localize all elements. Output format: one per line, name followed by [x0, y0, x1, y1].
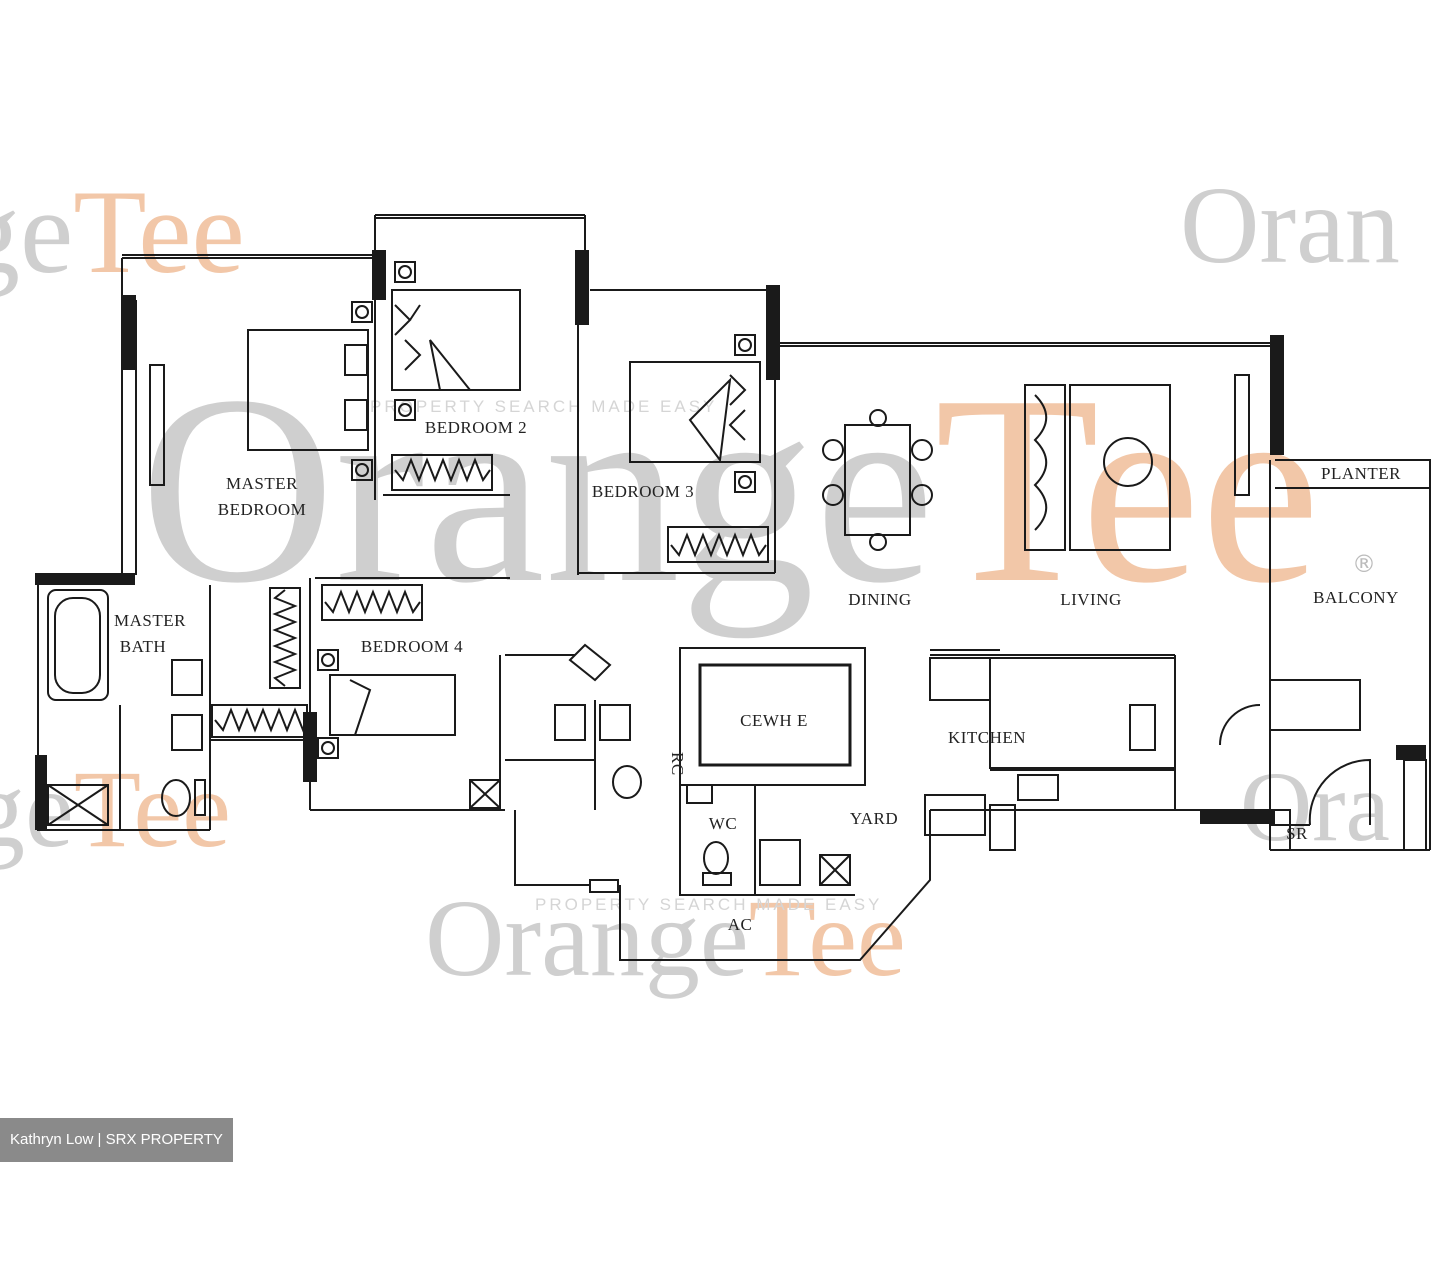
master-bed-icon	[247, 329, 369, 451]
wardrobe-icon	[269, 587, 301, 689]
watermark-center-registered: ®	[1352, 550, 1376, 578]
master-bath-label: BATH	[120, 637, 166, 656]
fan-icon	[351, 459, 373, 481]
walls	[35, 214, 1431, 961]
yard-label: YARD	[850, 809, 898, 828]
wc-label: WC	[709, 814, 737, 833]
kitchen-label: KITCHEN	[948, 728, 1026, 747]
watermark-bottom-tagline: PROPERTY SEARCH MADE EASY	[535, 895, 882, 914]
fan-icon	[734, 334, 756, 356]
toilet-icon	[703, 841, 729, 875]
watermark-center-tagline: PROPERTY SEARCH MADE EASY	[370, 397, 717, 416]
bathtub-icon	[47, 589, 109, 701]
watermark-bottom-left: geTee	[0, 748, 231, 870]
wardrobe-icon	[391, 454, 493, 491]
ac-label: AC	[728, 915, 753, 934]
fan-icon	[394, 261, 416, 283]
wardrobe-icon	[321, 584, 423, 621]
watermark-layer: geTee Oran OrangeTee PROPERTY SEARCH MAD…	[0, 164, 1400, 999]
living-label: LIVING	[1060, 590, 1122, 609]
master-bath-label: MASTER	[114, 611, 186, 630]
toilet-icon	[612, 765, 642, 799]
toilet-icon	[161, 779, 191, 817]
sofa-icon	[1024, 384, 1066, 551]
rc-label: RC	[668, 752, 687, 776]
dining-label: DINING	[848, 590, 911, 609]
bedroom-4-label: BEDROOM 4	[361, 637, 463, 656]
watermark-top-right-fragment: Oran	[1180, 164, 1400, 286]
bedroom-4-bed-icon	[329, 674, 456, 736]
master-bedroom-label: MASTER	[226, 474, 298, 493]
bedroom-3-bed-icon	[629, 361, 761, 463]
fan-icon	[351, 301, 373, 323]
wardrobe-icon	[211, 704, 308, 738]
fan-icon	[734, 471, 756, 493]
watermark-center-brand: OrangeTee	[140, 340, 1320, 639]
master-bedroom-label: BEDROOM	[218, 500, 307, 519]
fan-icon	[394, 399, 416, 421]
balcony-label: BALCONY	[1313, 588, 1399, 607]
wardrobe-icon	[667, 526, 769, 563]
watermark-right-fragment: Ora	[1240, 751, 1390, 862]
watermark-bottom-center: OrangeTee	[425, 877, 906, 999]
sr-label: SR	[1286, 824, 1308, 843]
bedroom-2-label: BEDROOM 2	[425, 418, 527, 437]
photo-credit: Kathryn Low | SRX PROPERTY	[0, 1118, 233, 1162]
washing-machine-icon	[924, 794, 986, 836]
room-labels: MASTER BEDROOM BEDROOM 2 BEDROOM 3 BEDRO…	[114, 418, 1401, 934]
fan-icon	[317, 649, 339, 671]
watermark-top-left-fragment: geTee	[0, 165, 245, 298]
fan-icon	[317, 737, 339, 759]
aircon-symbols	[317, 261, 756, 759]
cabinet-label: CEWH E	[740, 711, 808, 730]
coffee-table-icon	[1103, 437, 1153, 487]
bedroom-3-label: BEDROOM 3	[592, 482, 694, 501]
furniture	[47, 289, 1371, 886]
kitchen-sink-icon	[1017, 774, 1059, 801]
planter-label: PLANTER	[1321, 464, 1401, 483]
